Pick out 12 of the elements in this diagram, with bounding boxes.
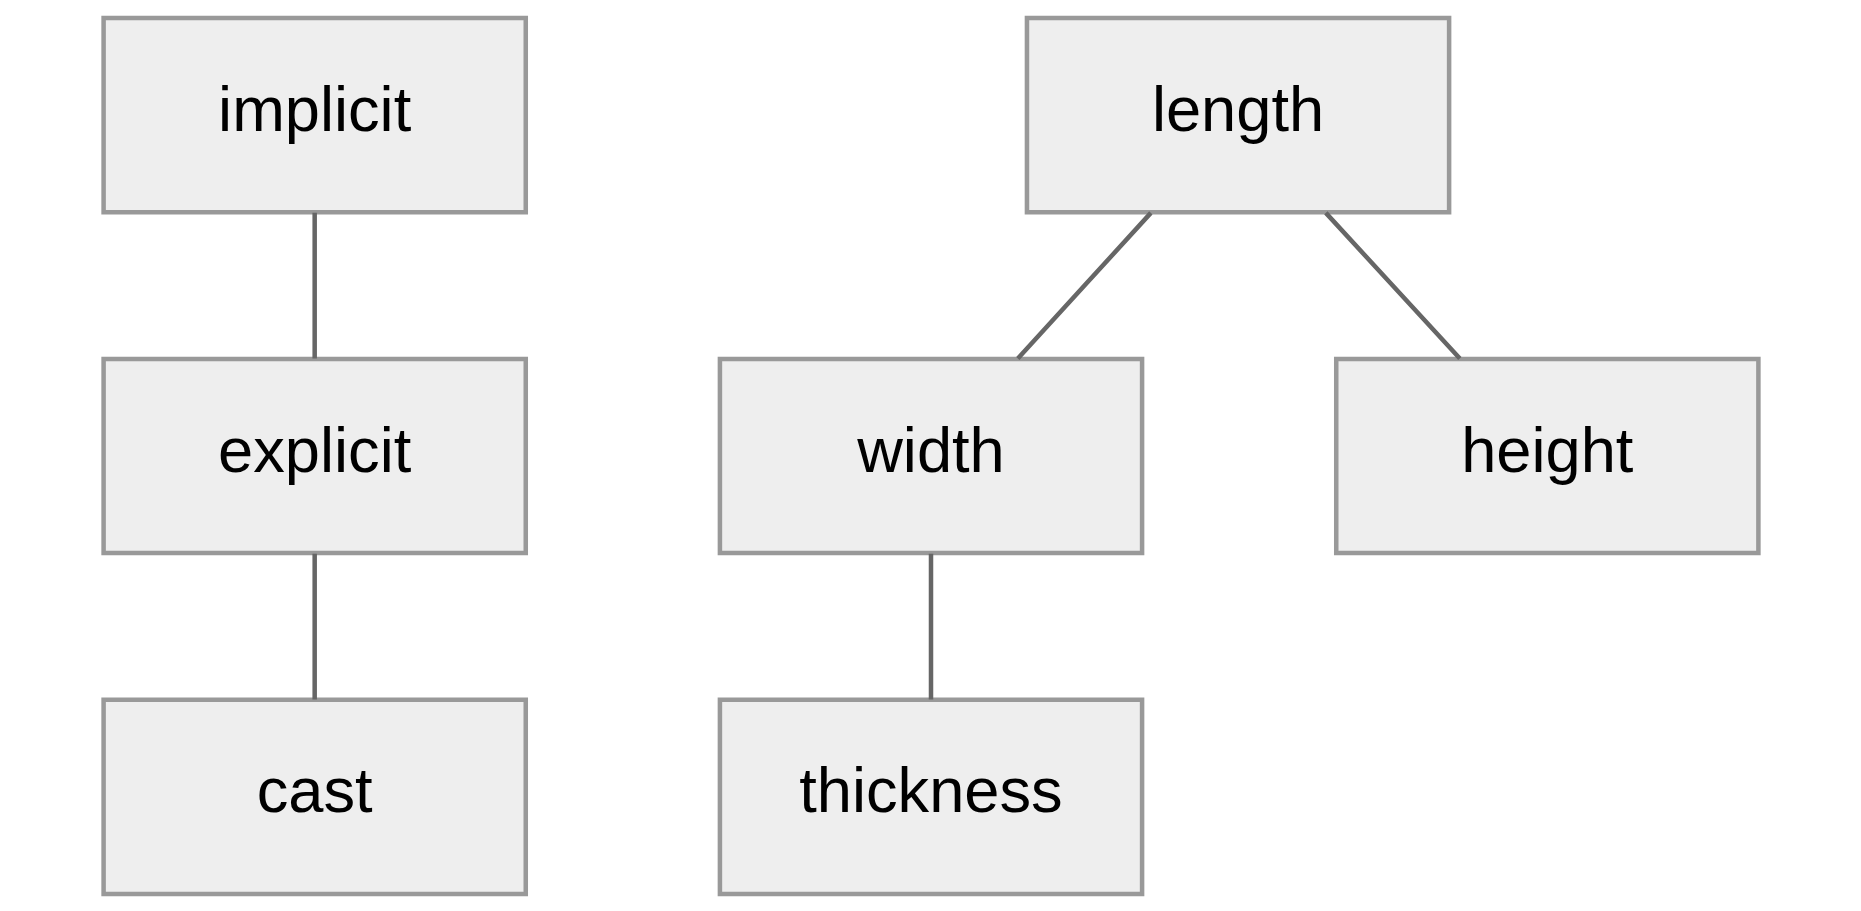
node-box: thickness	[717, 697, 1144, 896]
node-box: implicit	[100, 15, 528, 214]
connector	[311, 212, 317, 359]
connector	[928, 553, 933, 699]
node-box: length	[1024, 15, 1451, 214]
node-box: height	[1333, 356, 1761, 555]
connector	[1323, 210, 1461, 360]
node-box: cast	[100, 697, 528, 896]
node-box: explicit	[100, 356, 528, 555]
node-box: width	[717, 356, 1144, 555]
connector	[1015, 210, 1153, 360]
connector	[311, 553, 317, 699]
